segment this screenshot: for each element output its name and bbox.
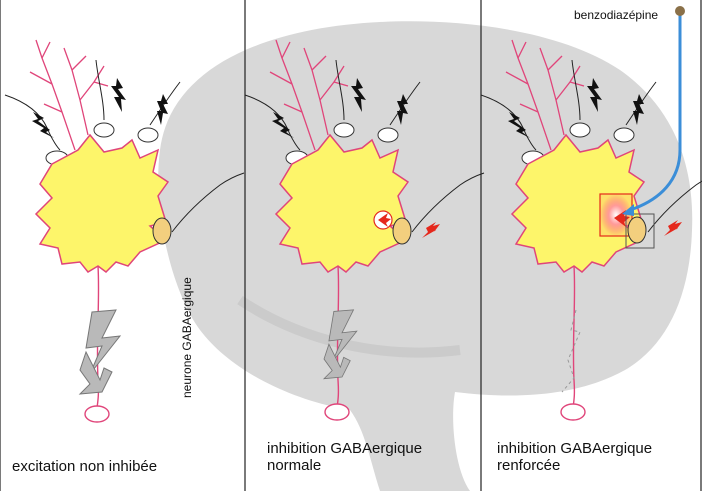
panel-3-caption: inhibition GABAergique renforcée — [497, 440, 652, 474]
excitation-bolt-icon — [80, 310, 120, 394]
panel-3-caption-line-1: inhibition GABAergique — [497, 440, 652, 457]
panel-2-caption-line-2: normale — [267, 457, 321, 474]
enhanced-synapse-icon — [600, 194, 632, 236]
axon-terminal-icon — [325, 404, 349, 420]
panel-3-caption-line-2: renforcée — [497, 457, 560, 474]
panel-1-caption-line-1: excitation non inhibée — [12, 458, 157, 475]
panel-1-caption: excitation non inhibée — [12, 458, 157, 475]
panel-2-caption: inhibition GABAergique normale — [267, 440, 422, 474]
axon-terminal-icon — [561, 404, 585, 420]
axon-terminal-icon — [85, 406, 109, 422]
drug-dot-icon — [675, 6, 685, 16]
benzodiazepine-label: benzodiazépine — [574, 8, 658, 22]
panel-2-caption-line-1: inhibition GABAergique — [267, 440, 422, 457]
gaba-neuron-label: neurone GABAergique — [180, 277, 194, 398]
